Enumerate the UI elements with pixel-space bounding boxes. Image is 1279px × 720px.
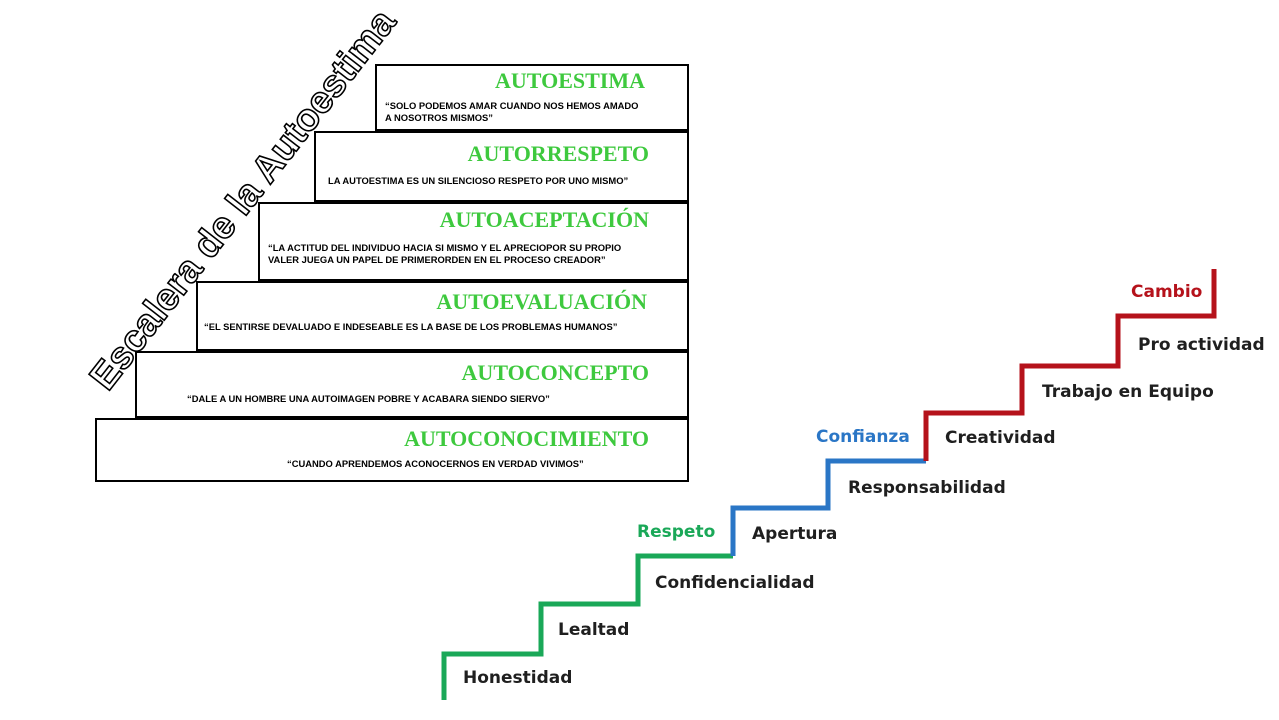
- stair-label-confidencialidad: Confidencialidad: [655, 573, 815, 593]
- step-title: AUTORRESPETO: [467, 141, 649, 166]
- milestone-respeto: Respeto: [637, 522, 716, 542]
- step-title: AUTOEVALUACIÓN: [436, 289, 647, 314]
- step-autoestima: AUTOESTIMA “SOLO PODEMOS AMAR CUANDO NOS…: [375, 64, 689, 131]
- step-title: AUTOACEPTACIÓN: [439, 207, 649, 232]
- quote-line: A NOSOTROS MISMOS”: [385, 112, 493, 123]
- quote-line: “SOLO PODEMOS AMAR CUANDO NOS HEMOS AMAD…: [385, 100, 639, 111]
- stair-label-creatividad: Creatividad: [945, 428, 1056, 448]
- stair-label-trabajo-en-equipo: Trabajo en Equipo: [1042, 382, 1214, 402]
- step-quote: “LA ACTITUD DEL INDIVIDUO HACIA SI MISMO…: [268, 242, 621, 266]
- quote-line: “DALE A UN HOMBRE UNA AUTOIMAGEN POBRE Y…: [187, 393, 550, 404]
- stair-label-responsabilidad: Responsabilidad: [848, 478, 1006, 498]
- quote-line: “CUANDO APRENDEMOS ACONOCERNOS EN VERDAD…: [287, 458, 584, 469]
- step-autoconcepto: AUTOCONCEPTO “DALE A UN HOMBRE UNA AUTOI…: [135, 351, 689, 418]
- step-title: AUTOESTIMA: [495, 68, 645, 93]
- step-quote: “CUANDO APRENDEMOS ACONOCERNOS EN VERDAD…: [287, 458, 584, 470]
- step-quote: “EL SENTIRSE DEVALUADO E INDESEABLE ES L…: [204, 321, 617, 333]
- step-quote: “SOLO PODEMOS AMAR CUANDO NOS HEMOS AMAD…: [385, 100, 638, 124]
- step-autoevaluacion: AUTOEVALUACIÓN “EL SENTIRSE DEVALUADO E …: [196, 281, 689, 351]
- stair-label-lealtad: Lealtad: [558, 620, 630, 640]
- stair-segment-green: [441, 553, 733, 700]
- step-autorrespeto: AUTORRESPETO LA AUTOESTIMA ES UN SILENCI…: [314, 131, 689, 202]
- milestone-confianza: Confianza: [816, 427, 910, 447]
- quote-line: “LA ACTITUD DEL INDIVIDUO HACIA SI MISMO…: [268, 242, 622, 253]
- quote-line: LA AUTOESTIMA ES UN SILENCIOSO RESPETO P…: [328, 175, 629, 186]
- milestone-cambio: Cambio: [1131, 282, 1203, 302]
- stair-label-pro-actividad: Pro actividad: [1138, 335, 1265, 355]
- step-quote: “DALE A UN HOMBRE UNA AUTOIMAGEN POBRE Y…: [187, 393, 550, 405]
- step-title: AUTOCONOCIMIENTO: [404, 426, 649, 451]
- step-autoaceptacion: AUTOACEPTACIÓN “LA ACTITUD DEL INDIVIDUO…: [258, 202, 689, 281]
- step-quote: LA AUTOESTIMA ES UN SILENCIOSO RESPETO P…: [328, 175, 628, 187]
- step-title: AUTOCONCEPTO: [461, 360, 649, 385]
- stair-label-honestidad: Honestidad: [463, 668, 573, 688]
- stair-segment-red: [923, 269, 1217, 461]
- step-autoconocimiento: AUTOCONOCIMIENTO “CUANDO APRENDEMOS ACON…: [95, 418, 689, 482]
- stair-segment-blue: [730, 458, 926, 556]
- quote-line: VALER JUEGA UN PAPEL DE PRIMERORDEN EN E…: [268, 254, 606, 265]
- quote-line: “EL SENTIRSE DEVALUADO E INDESEABLE ES L…: [204, 321, 618, 332]
- stair-label-apertura: Apertura: [752, 524, 838, 544]
